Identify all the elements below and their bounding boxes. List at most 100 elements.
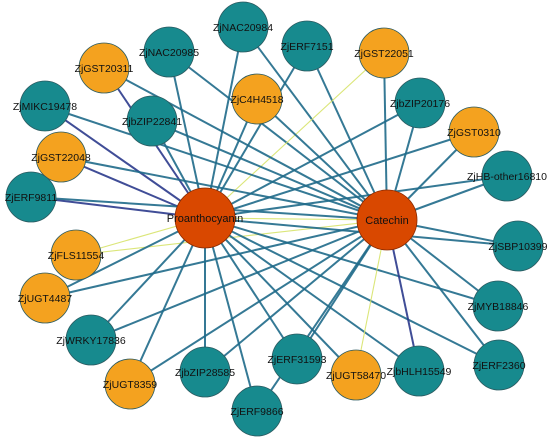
gene-node-bzip22841[interactable]: ZjbZIP22841 (122, 95, 182, 147)
gene-node-nac20985[interactable]: ZjNAC20985 (139, 26, 199, 78)
node-circle-wrky17836[interactable] (65, 314, 117, 366)
gene-node-bhlh15549[interactable]: ZjbHLH15549 (387, 345, 452, 397)
gene-node-gst22048[interactable]: ZjGST22048 (31, 131, 91, 183)
hub-circle-catechin[interactable] (356, 189, 418, 251)
node-circle-mikc19478[interactable] (19, 80, 71, 132)
edge-erf2360-catechin (386, 219, 500, 366)
node-label-myb18846: ZjMYB18846 (468, 301, 529, 313)
gene-node-bzip28585[interactable]: ZjbZIP28585 (175, 346, 235, 398)
node-circle-gst22051[interactable] (358, 27, 410, 79)
hub-label-proanthocyanin: Proanthocyanin (167, 213, 243, 225)
gene-node-ugt4487[interactable]: ZjUGT4487 (18, 272, 72, 324)
node-label-ugt58470: ZjUGT58470 (326, 370, 386, 382)
edge-myb18846-proanthocyanin (204, 217, 499, 307)
node-label-ugt8359: ZjUGT8359 (103, 379, 157, 391)
gene-node-erf31593[interactable]: ZjERF31593 (268, 333, 327, 385)
gene-node-erf2360[interactable]: ZjERF2360 (472, 339, 526, 391)
edge-nac20985-catechin (168, 51, 388, 221)
node-label-bzip20176: ZjbZIP20176 (390, 98, 450, 110)
node-label-fls11554: ZjFLS11554 (48, 250, 105, 262)
gene-node-gst22051[interactable]: ZjGST22051 (354, 27, 414, 79)
gene-node-wrky17836[interactable]: ZjWRKY17836 (56, 314, 126, 366)
hub-circle-proanthocyanin[interactable] (174, 187, 236, 249)
node-circle-bzip22841[interactable] (126, 95, 178, 147)
edge-gst20311-catechin (103, 67, 388, 221)
node-label-nac20985: ZjNAC20985 (139, 47, 199, 59)
edge-erf9866-catechin (256, 219, 388, 412)
node-circle-ugt4487[interactable] (19, 272, 71, 324)
gene-node-bzip20176[interactable]: ZjbZIP20176 (390, 77, 450, 129)
gene-node-sbp10399[interactable]: ZjSBP10399 (489, 220, 548, 272)
edge-gst22048-catechin (60, 156, 388, 221)
gene-node-ugt8359[interactable]: ZjUGT8359 (103, 358, 157, 410)
node-circle-bzip28585[interactable] (179, 346, 231, 398)
hub-node-catechin[interactable]: Catechin (356, 189, 418, 251)
gene-node-erf7151[interactable]: ZjERF7151 (280, 20, 334, 72)
node-circle-erf9811[interactable] (5, 171, 57, 223)
edge-erf7151-proanthocyanin (204, 45, 308, 219)
node-label-erf7151: ZjERF7151 (280, 41, 333, 53)
node-label-erf9811: ZjERF9811 (5, 192, 57, 204)
edge-ugt58470-proanthocyanin (204, 217, 357, 376)
node-circle-gst22048[interactable] (35, 131, 87, 183)
gene-node-erf9811[interactable]: ZjERF9811 (5, 171, 57, 223)
node-circle-erf31593[interactable] (271, 333, 323, 385)
node-circle-erf7151[interactable] (281, 20, 333, 72)
gene-node-fls11554[interactable]: ZjFLS11554 (48, 229, 105, 281)
node-label-erf31593: ZjERF31593 (268, 354, 327, 366)
gene-node-c4h4518[interactable]: ZjC4H4518 (230, 73, 284, 125)
node-label-gst20311: ZjGST20311 (75, 63, 134, 75)
edge-wrky17836-catechin (90, 219, 388, 341)
node-circle-c4h4518[interactable] (231, 73, 283, 125)
edge-bzip22841-catechin (151, 120, 388, 221)
edge-gst0310-proanthocyanin (204, 131, 475, 219)
node-label-mikc19478: ZjMIKC19478 (13, 101, 77, 113)
node-circle-myb18846[interactable] (472, 280, 524, 332)
node-label-erf2360: ZjERF2360 (472, 360, 525, 372)
node-circle-hbother16810[interactable] (481, 150, 533, 202)
edge-erf2360-proanthocyanin (204, 217, 500, 366)
node-label-c4h4518: ZjC4H4518 (230, 94, 283, 106)
node-circle-bzip20176[interactable] (394, 77, 446, 129)
node-label-gst22051: ZjGST22051 (354, 48, 414, 60)
node-circle-erf9866[interactable] (231, 385, 283, 437)
gene-node-ugt58470[interactable]: ZjUGT58470 (326, 349, 386, 401)
node-circle-sbp10399[interactable] (492, 220, 544, 272)
gene-node-hbother16810[interactable]: ZjHB-other16810 (467, 150, 547, 202)
node-circle-gst20311[interactable] (78, 42, 130, 94)
node-label-erf9866: ZjERF9866 (230, 406, 283, 418)
node-label-sbp10399: ZjSBP10399 (489, 241, 548, 253)
node-circle-bhlh15549[interactable] (393, 345, 445, 397)
gene-node-mikc19478[interactable]: ZjMIKC19478 (13, 80, 77, 132)
gene-node-gst20311[interactable]: ZjGST20311 (75, 42, 134, 94)
edge-erf9866-proanthocyanin (204, 217, 258, 412)
node-label-bzip28585: ZjbZIP28585 (175, 367, 235, 379)
node-label-wrky17836: ZjWRKY17836 (56, 335, 126, 347)
node-circle-ugt58470[interactable] (330, 349, 382, 401)
edge-erf7151-catechin (306, 45, 388, 221)
node-circle-gst0310[interactable] (448, 106, 500, 158)
node-circle-erf2360[interactable] (473, 339, 525, 391)
node-label-gst0310: ZjGST0310 (447, 127, 501, 139)
gene-node-gst0310[interactable]: ZjGST0310 (447, 106, 501, 158)
node-label-hbother16810: ZjHB-other16810 (467, 171, 547, 183)
node-circle-ugt8359[interactable] (104, 358, 156, 410)
edge-bhlh15549-proanthocyanin (204, 217, 420, 372)
node-label-bzip22841: ZjbZIP22841 (122, 116, 182, 128)
edge-bzip28585-catechin (204, 219, 388, 373)
node-label-bhlh15549: ZjbHLH15549 (387, 366, 452, 378)
node-circle-nac20985[interactable] (143, 26, 195, 78)
gene-node-erf9866[interactable]: ZjERF9866 (230, 385, 284, 437)
node-circle-nac20984[interactable] (217, 1, 269, 53)
gene-node-nac20984[interactable]: ZjNAC20984 (213, 1, 273, 53)
gene-node-myb18846[interactable]: ZjMYB18846 (468, 280, 529, 332)
node-circle-fls11554[interactable] (50, 229, 102, 281)
hub-label-catechin: Catechin (365, 215, 408, 227)
node-label-ugt4487: ZjUGT4487 (18, 293, 72, 305)
edge-mikc19478-proanthocyanin (44, 105, 206, 219)
edge-nac20984-catechin (242, 26, 388, 221)
hub-node-proanthocyanin[interactable]: Proanthocyanin (167, 187, 243, 249)
node-label-gst22048: ZjGST22048 (31, 152, 91, 164)
